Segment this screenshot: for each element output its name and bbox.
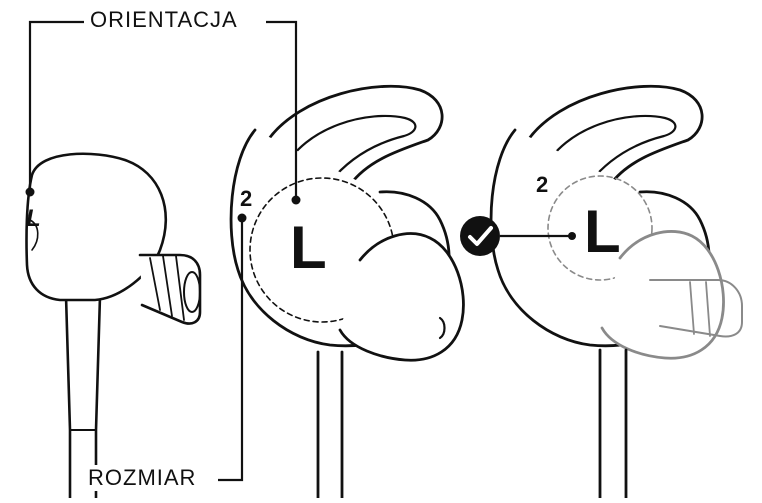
cable-left-b xyxy=(94,294,102,500)
dashed-outline-right xyxy=(547,175,653,281)
front-eartip xyxy=(338,232,465,362)
ear-hook-inner-right xyxy=(540,114,677,184)
orientation-dot-left xyxy=(25,187,35,197)
check-dot xyxy=(568,232,576,240)
fitted-rib-1 xyxy=(689,281,695,335)
earbud-front-view xyxy=(229,84,465,500)
orientation-leader-left xyxy=(28,20,84,192)
ear-hook-outer-right xyxy=(526,84,704,200)
ear-hook-outer xyxy=(266,84,444,200)
tip-vent xyxy=(438,316,446,340)
tip-rib-3 xyxy=(175,255,185,321)
size-label: ROZMIAR xyxy=(84,465,201,491)
body-seam xyxy=(29,219,39,251)
size-leader xyxy=(218,218,244,482)
size-mark-right: 2 xyxy=(536,172,548,197)
nozzle xyxy=(138,253,202,325)
fitted-nozzle xyxy=(649,279,743,338)
size-dot xyxy=(237,213,247,223)
orientation-label: ORIENTACJA xyxy=(86,7,242,33)
side-mark-left: L xyxy=(26,205,41,232)
earbud-fitted-view xyxy=(489,84,743,500)
check-circle-icon xyxy=(460,216,500,256)
size-mark-mid: 2 xyxy=(240,186,252,211)
tip-rib-2 xyxy=(162,255,173,317)
side-mark-right: L xyxy=(584,198,621,265)
callout-lines xyxy=(28,20,572,482)
ear-hook-inner xyxy=(280,114,417,184)
fitted-rib-2 xyxy=(705,281,711,337)
cable-left-a xyxy=(64,294,72,500)
orientation-dot-right xyxy=(291,195,301,205)
tip-opening xyxy=(183,271,201,313)
side-mark-mid: L xyxy=(290,214,327,281)
tip-rib-1 xyxy=(149,257,161,311)
orientation-leader-right xyxy=(266,20,298,200)
earbud-side-view xyxy=(25,152,202,500)
